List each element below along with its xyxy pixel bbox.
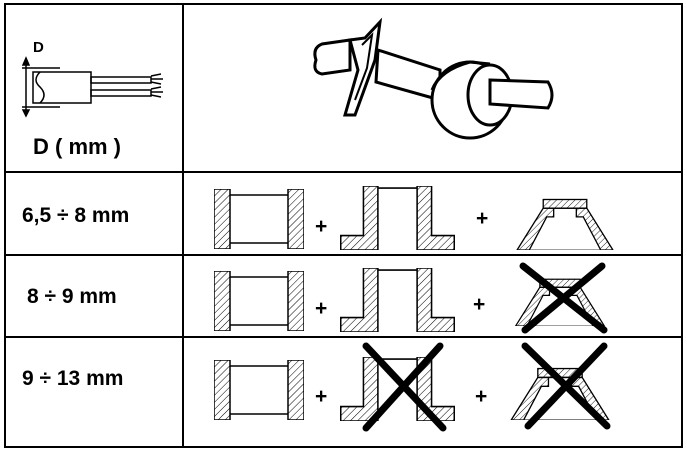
plus-sign: + bbox=[315, 385, 327, 408]
ring-seal bbox=[214, 360, 304, 420]
column-label-diameter: D ( mm ) bbox=[33, 134, 121, 159]
flanged-bushing bbox=[340, 268, 455, 332]
flanged-bushing bbox=[340, 186, 455, 250]
ring-seal bbox=[214, 271, 304, 331]
row-range-label: 6,5 ÷ 8 mm bbox=[22, 204, 129, 227]
table-grid bbox=[4, 3, 683, 448]
plus-sign: + bbox=[475, 385, 487, 408]
cone-seal bbox=[516, 198, 614, 250]
diagram-label: D bbox=[33, 39, 44, 56]
excluded-cross-mark bbox=[362, 342, 447, 432]
plus-sign: + bbox=[473, 293, 485, 316]
cable-gland-illustration bbox=[313, 17, 554, 140]
excluded-cross-mark bbox=[519, 262, 608, 334]
plus-sign: + bbox=[315, 297, 327, 320]
plus-sign: + bbox=[476, 207, 488, 230]
row-range-label: 9 ÷ 13 mm bbox=[22, 367, 123, 390]
plus-sign: + bbox=[315, 215, 327, 238]
excluded-cross-mark bbox=[521, 342, 611, 430]
cable-diameter-diagram: D D ( mm ) bbox=[21, 39, 163, 159]
ring-seal bbox=[214, 189, 304, 249]
row-range-label: 8 ÷ 9 mm bbox=[27, 285, 117, 308]
